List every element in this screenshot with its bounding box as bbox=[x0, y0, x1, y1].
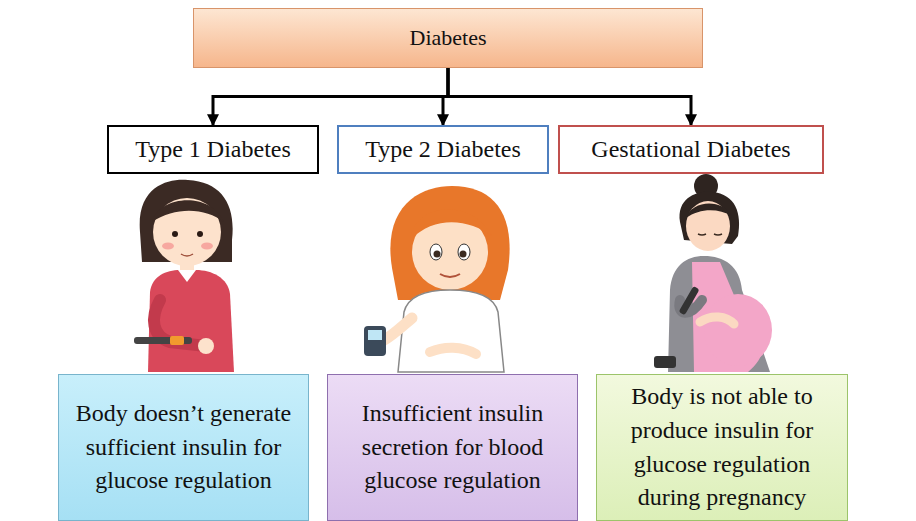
eye bbox=[430, 244, 442, 260]
type-box: Type 1 Diabetes bbox=[107, 125, 319, 174]
eye bbox=[698, 234, 706, 235]
blush bbox=[201, 243, 213, 250]
pupil bbox=[434, 251, 441, 258]
node-text: Insufficient insulin secretion for blood… bbox=[336, 397, 569, 498]
mouth bbox=[181, 254, 193, 256]
eye bbox=[458, 244, 470, 260]
type-box: Gestational Diabetes bbox=[558, 125, 824, 174]
collar bbox=[178, 270, 196, 282]
insulin-pen bbox=[134, 337, 192, 344]
meter-screen bbox=[368, 330, 382, 340]
node-text: Diabetes bbox=[410, 25, 487, 51]
branch-arrow bbox=[448, 68, 691, 125]
type-box: Type 2 Diabetes bbox=[337, 125, 549, 174]
hand bbox=[700, 317, 734, 324]
arm bbox=[384, 318, 412, 340]
mouth bbox=[440, 274, 460, 277]
node-text: Type 1 Diabetes bbox=[135, 135, 291, 164]
eye bbox=[714, 234, 722, 235]
belly bbox=[704, 294, 772, 366]
pen-band bbox=[170, 336, 184, 345]
node-text: Gestational Diabetes bbox=[591, 135, 790, 164]
hair bbox=[390, 186, 509, 300]
hand bbox=[198, 338, 214, 354]
insulin-pen-woman bbox=[134, 180, 234, 372]
sweater bbox=[148, 270, 234, 372]
node-text: Body doesn’t generate sufficient insulin… bbox=[67, 397, 300, 498]
bangs bbox=[686, 203, 732, 218]
branch-arrow bbox=[213, 68, 448, 125]
node-text: Body is not able to produce insulin for … bbox=[605, 380, 839, 514]
bangs bbox=[410, 209, 492, 240]
pregnant-woman bbox=[654, 174, 772, 372]
eye bbox=[197, 231, 203, 237]
eye bbox=[172, 231, 178, 237]
blush bbox=[162, 243, 174, 250]
description-box: Body doesn’t generate sufficient insulin… bbox=[58, 374, 309, 521]
pupil bbox=[460, 251, 467, 258]
lancet bbox=[679, 286, 700, 315]
glucose-meter bbox=[364, 326, 386, 356]
glucose-meter-girl bbox=[364, 186, 510, 372]
node-text: Type 2 Diabetes bbox=[365, 135, 521, 164]
description-box: Body is not able to produce insulin for … bbox=[596, 374, 848, 521]
glucose-meter bbox=[654, 356, 676, 368]
hand bbox=[430, 348, 476, 354]
description-box: Insufficient insulin secretion for blood… bbox=[327, 374, 578, 521]
shirt bbox=[398, 290, 504, 372]
bangs bbox=[152, 200, 224, 222]
root-box: Diabetes bbox=[193, 8, 703, 68]
